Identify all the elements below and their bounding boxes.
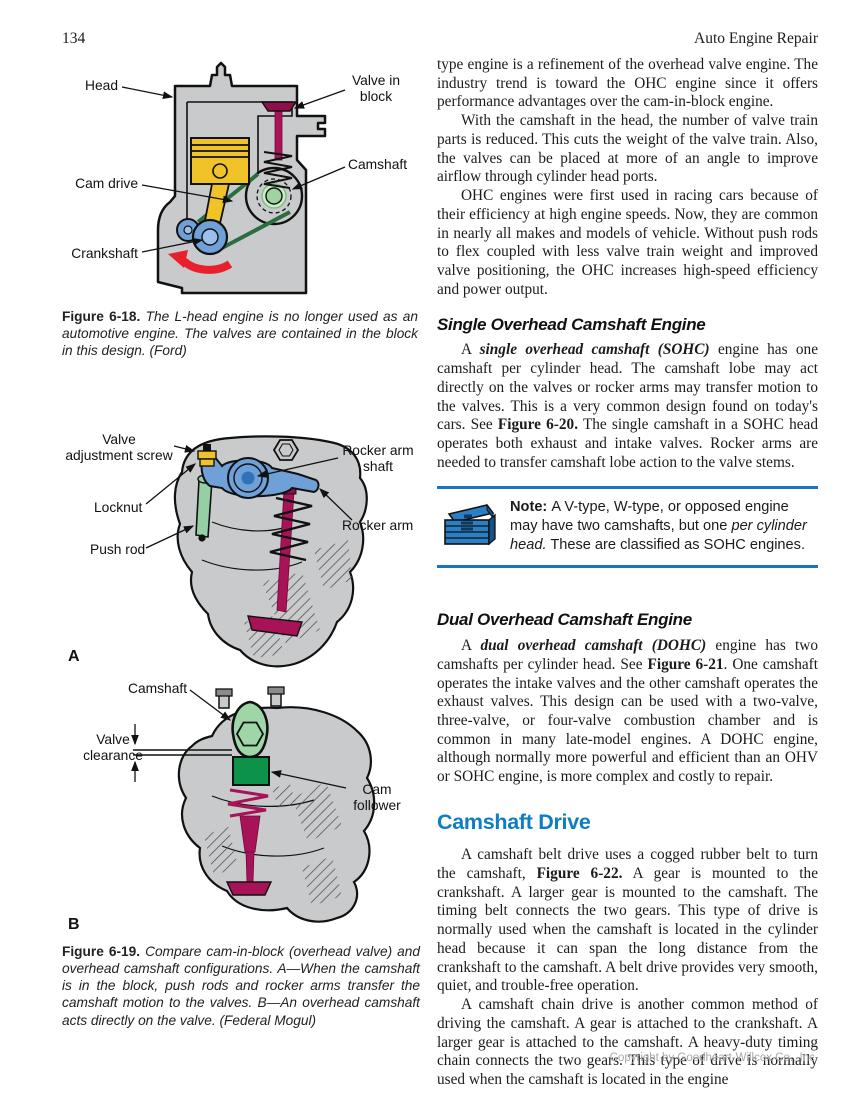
ohv-rocker-diagram	[145, 435, 368, 668]
label-valve-adjustment-screw: Valve adjustment screw	[65, 432, 173, 463]
paragraph-dohc: A dual overhead camshaft (DOHC) engine h…	[437, 637, 818, 786]
head-studs	[215, 686, 285, 709]
cam-follower-part	[232, 756, 270, 786]
paragraph: With the camshaft in the head, the numbe…	[437, 112, 818, 186]
paragraph-sohc: A single overhead camshaft (SOHC) engine…	[437, 341, 818, 471]
label-arrows	[189, 689, 347, 789]
part-letter-b: B	[68, 916, 80, 933]
label-head: Head	[85, 78, 118, 93]
label-cam-drive: Cam drive	[75, 176, 138, 191]
rotation-arrow	[168, 250, 233, 274]
valve-spring	[269, 496, 313, 562]
paragraph-chain-drive: A camshaft chain drive is another common…	[437, 996, 818, 1089]
label-valve-clearance: Valve clearance	[83, 732, 143, 763]
valve-part	[225, 815, 273, 896]
toolbox-icon	[444, 503, 496, 545]
running-title: Auto Engine Repair	[694, 30, 818, 47]
figure-6-19-caption: Figure 6-19. Compare cam-in-block (overh…	[62, 944, 420, 1028]
figure-6-18-caption: Figure 6-18. The L-head engine is no lon…	[62, 309, 418, 359]
valve-spring	[263, 151, 293, 189]
note-box: Note: A V-type, W-type, or opposed engin…	[437, 485, 818, 569]
copyright-line: Copyright by Goodheart-Willcox Co., Inc.	[609, 1052, 818, 1064]
paragraph-continuation: type engine is a refinement of the overh…	[437, 56, 818, 111]
rocker-shaft-center	[241, 471, 255, 485]
paragraph-belt-drive: A camshaft belt drive uses a cogged rubb…	[437, 846, 818, 995]
page-number: 134	[62, 30, 86, 47]
part-letter-a: A	[68, 648, 80, 665]
camshaft-lobe	[231, 700, 269, 759]
heading-sohc: Single Overhead Camshaft Engine	[437, 314, 706, 334]
heading-dohc: Dual Overhead Camshaft Engine	[437, 610, 692, 630]
label-crankshaft: Crankshaft	[71, 246, 138, 261]
valve-part	[260, 101, 298, 161]
label-push-rod: Push rod	[90, 542, 146, 557]
paragraph: OHC engines were first used in racing ca…	[437, 187, 818, 298]
note-text: Note: A V-type, W-type, or opposed engin…	[510, 498, 807, 554]
label-cam-follower: Cam follower	[353, 782, 401, 813]
label-valve-in-block: Valve in block	[351, 73, 401, 104]
head-bolt	[272, 439, 300, 461]
l-head-engine-diagram	[121, 61, 346, 295]
cylinder-head-casting	[177, 706, 376, 923]
figure-6-19-a: Valve adjustment screw Locknut Push rod …	[62, 430, 427, 672]
adjustment-screw-part	[197, 444, 217, 467]
right-text-column: type engine is a refinement of the overh…	[437, 56, 818, 1090]
figure-6-19-b: Camshaft Valve clearance Cam follower B	[62, 676, 432, 938]
label-arrows	[145, 445, 353, 549]
label-rocker-arm-shaft: Rocker arm shaft	[342, 443, 414, 474]
clearance-dimension	[131, 724, 232, 782]
label-camshaft: Camshaft	[348, 157, 408, 172]
label-rocker-arm: Rocker arm	[342, 518, 414, 533]
piston	[190, 137, 250, 185]
label-arrows	[121, 86, 346, 253]
figure-6-18: Head Valve in block Camshaft Cam drive C…	[62, 60, 425, 304]
heading-camshaft-drive: Camshaft Drive	[437, 809, 591, 834]
label-locknut: Locknut	[94, 500, 143, 515]
valve-spring	[227, 788, 269, 818]
label-camshaft: Camshaft	[128, 681, 188, 696]
ohc-diagram	[131, 686, 376, 923]
